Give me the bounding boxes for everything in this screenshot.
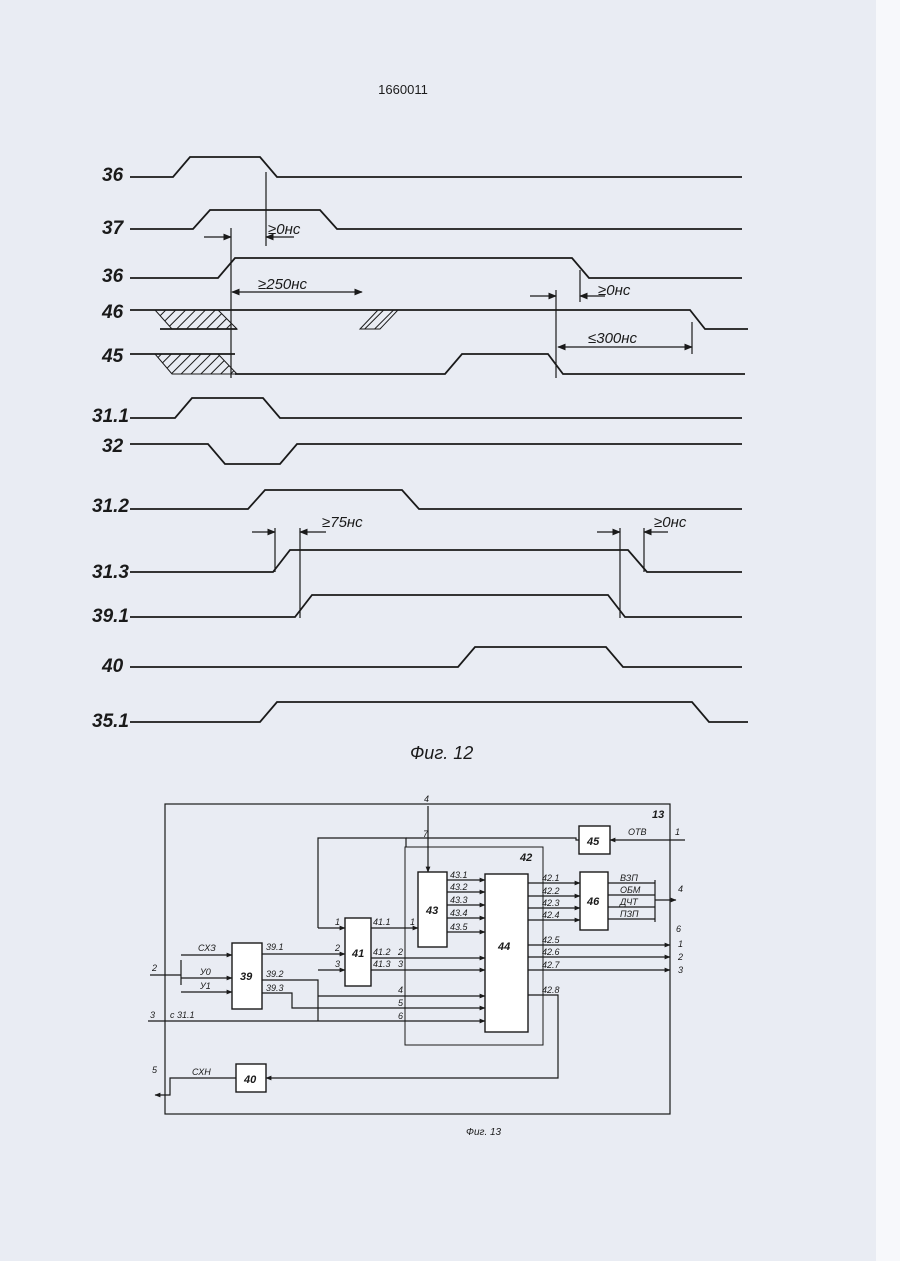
label-42-2: 42.2 (542, 886, 560, 896)
terminal-1: 1 (675, 827, 680, 837)
label-p4: 4 (398, 985, 403, 995)
outer-frame-number: 13 (652, 809, 664, 821)
label-p2: 2 (397, 947, 403, 957)
block-44 (485, 874, 528, 1032)
block-44-label: 44 (497, 941, 510, 953)
label-42-8: 42.8 (542, 985, 560, 995)
label-out-1: 1 (678, 939, 683, 949)
label-43-3: 43.3 (450, 895, 468, 905)
label-42-3: 42.3 (542, 898, 560, 908)
block-46-label: 46 (586, 896, 600, 908)
label-p3: 3 (398, 959, 403, 969)
inner-frame-number: 42 (519, 852, 532, 864)
label-s31-1: с 31.1 (170, 1010, 195, 1020)
label-ckh: СХН (192, 1067, 211, 1077)
label-42-6: 42.6 (542, 947, 560, 957)
label-u1: У1 (199, 981, 211, 991)
label-42-1: 42.1 (542, 873, 560, 883)
block-43-label: 43 (425, 905, 438, 917)
label-out-3: 3 (678, 965, 683, 975)
label-obm: ОБМ (620, 885, 641, 895)
terminal-2: 2 (151, 963, 157, 973)
label-42-5: 42.5 (542, 935, 561, 945)
terminal-4: 4 (678, 884, 683, 894)
label-in41-2: 2 (334, 943, 340, 953)
terminal-5: 5 (152, 1065, 158, 1075)
label-39-3: 39.3 (266, 983, 284, 993)
label-43-1: 43.1 (450, 870, 468, 880)
terminal-3: 3 (150, 1010, 155, 1020)
label-pzp: ПЗП (620, 909, 639, 919)
label-u0: У0 (199, 967, 211, 977)
figure13-caption: Фиг. 13 (466, 1127, 502, 1138)
label-43-5: 43.5 (450, 922, 469, 932)
label-in41-3: 3 (335, 959, 340, 969)
terminal-4-top: 4 (424, 794, 429, 804)
label-41-3: 41.3 (373, 959, 391, 969)
label-39-1: 39.1 (266, 942, 284, 952)
label-41-2: 41.2 (373, 947, 391, 957)
label-ckz: СХЗ (198, 943, 216, 953)
label-in41-1: 1 (335, 917, 340, 927)
label-p1: 1 (410, 917, 415, 927)
label-p5: 5 (398, 998, 404, 1008)
label-43-2: 43.2 (450, 882, 468, 892)
label-dcht: ДЧТ (619, 897, 639, 907)
block-39-label: 39 (240, 971, 253, 983)
block-41-label: 41 (351, 948, 364, 960)
block-40-label: 40 (243, 1074, 257, 1086)
label-42-7: 42.7 (542, 960, 561, 970)
label-39-2: 39.2 (266, 969, 284, 979)
label-43-4: 43.4 (450, 908, 468, 918)
terminal-6: 6 (676, 924, 681, 934)
block-45-label: 45 (586, 836, 600, 848)
label-vzp: ВЗП (620, 873, 638, 883)
label-42-4: 42.4 (542, 910, 560, 920)
label-41-1: 41.1 (373, 917, 391, 927)
label-otv: ОТВ (628, 827, 647, 837)
label-p6: 6 (398, 1011, 403, 1021)
label-out-2: 2 (677, 952, 683, 962)
